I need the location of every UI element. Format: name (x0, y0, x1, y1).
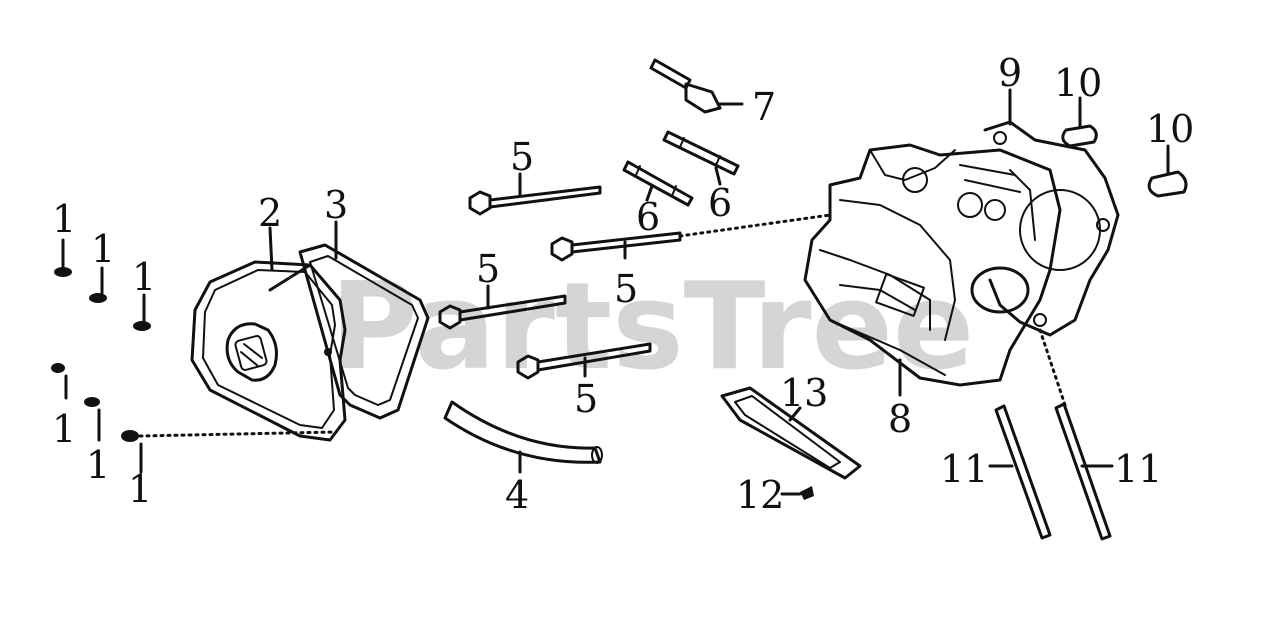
screw-1f[interactable] (121, 430, 337, 474)
callout-6a: 6 (636, 195, 660, 239)
screw-1b[interactable] (89, 266, 107, 303)
screw-1d[interactable] (51, 363, 68, 400)
screw-1c[interactable] (133, 293, 151, 331)
head-bolt-5c[interactable] (438, 294, 567, 330)
callout-11a: 11 (940, 447, 988, 491)
callout-6b: 6 (708, 181, 732, 225)
callout-10b: 10 (1146, 107, 1194, 151)
callout-8: 8 (888, 397, 912, 441)
callout-9: 9 (998, 51, 1022, 95)
callout-7: 7 (752, 85, 776, 129)
callout-11b: 11 (1114, 447, 1162, 491)
head-bolt-5d[interactable] (516, 342, 652, 380)
callout-1f: 1 (128, 467, 152, 511)
callout-1b: 1 (91, 227, 115, 271)
callout-13: 13 (780, 371, 828, 415)
callout-5d: 5 (574, 377, 598, 421)
callout-1e: 1 (86, 443, 110, 487)
cover-gasket-part-3[interactable] (298, 243, 430, 420)
callout-3: 3 (324, 183, 348, 227)
long-stud-11a[interactable] (988, 404, 1052, 540)
callout-10a: 10 (1054, 61, 1102, 105)
breather-hose-part-4[interactable] (443, 400, 603, 464)
callout-5c: 5 (614, 267, 638, 311)
dowel-pin-10a[interactable] (1061, 96, 1098, 148)
screw-part-12[interactable] (780, 486, 814, 500)
dowel-pin-10b[interactable] (1147, 144, 1188, 198)
head-bolt-5a[interactable] (468, 185, 602, 216)
spark-plug-part-7[interactable] (649, 58, 744, 114)
callout-5a: 5 (510, 135, 534, 179)
callout-5b: 5 (476, 247, 500, 291)
valve-cover-part-2[interactable] (190, 260, 347, 442)
screw-1e[interactable] (84, 397, 101, 442)
head-gasket-part-9[interactable] (983, 88, 1120, 407)
callout-1c: 1 (132, 255, 156, 299)
callout-4: 4 (505, 473, 529, 517)
screw-1a[interactable] (54, 238, 72, 277)
stud-6a[interactable] (622, 160, 694, 207)
screw-group-1 (51, 238, 337, 474)
cylinder-head-part-8[interactable] (803, 143, 1062, 397)
callout-1d: 1 (52, 407, 76, 451)
leader-lines (268, 166, 722, 474)
head-bolt-5b[interactable] (550, 213, 832, 262)
long-stud-11b[interactable] (1054, 402, 1114, 541)
callout-12: 12 (736, 473, 784, 517)
plate-part-13[interactable] (720, 386, 862, 480)
stud-6b[interactable] (662, 130, 740, 176)
callout-1a: 1 (52, 197, 76, 241)
watermark: PartsTree (330, 258, 974, 397)
